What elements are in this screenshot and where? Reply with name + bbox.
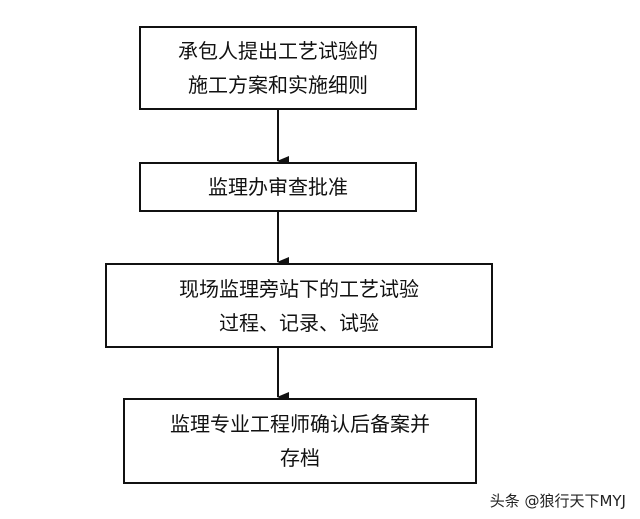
step-1-box: 承包人提出工艺试验的 施工方案和实施细则: [139, 26, 417, 110]
step-3-line-1: 现场监理旁站下的工艺试验: [179, 276, 419, 301]
step-4-box: 监理专业工程师确认后备案并 存档: [123, 398, 477, 484]
step-3-line-2: 过程、记录、试验: [219, 310, 379, 335]
step-1-line-2: 施工方案和实施细则: [188, 73, 368, 97]
watermark-label: 头条 @狼行天下MYJ: [489, 492, 626, 510]
step-4-line-1: 监理专业工程师确认后备案并: [170, 412, 430, 436]
step-4-line-2: 存档: [280, 446, 320, 470]
step-1-line-1: 承包人提出工艺试验的: [178, 39, 378, 63]
step-2-box: 监理办审查批准: [139, 162, 417, 212]
step-2-line-1: 监理办审查批准: [208, 175, 348, 199]
step-3-box: 现场监理旁站下的工艺试验 过程、记录、试验: [105, 263, 493, 348]
